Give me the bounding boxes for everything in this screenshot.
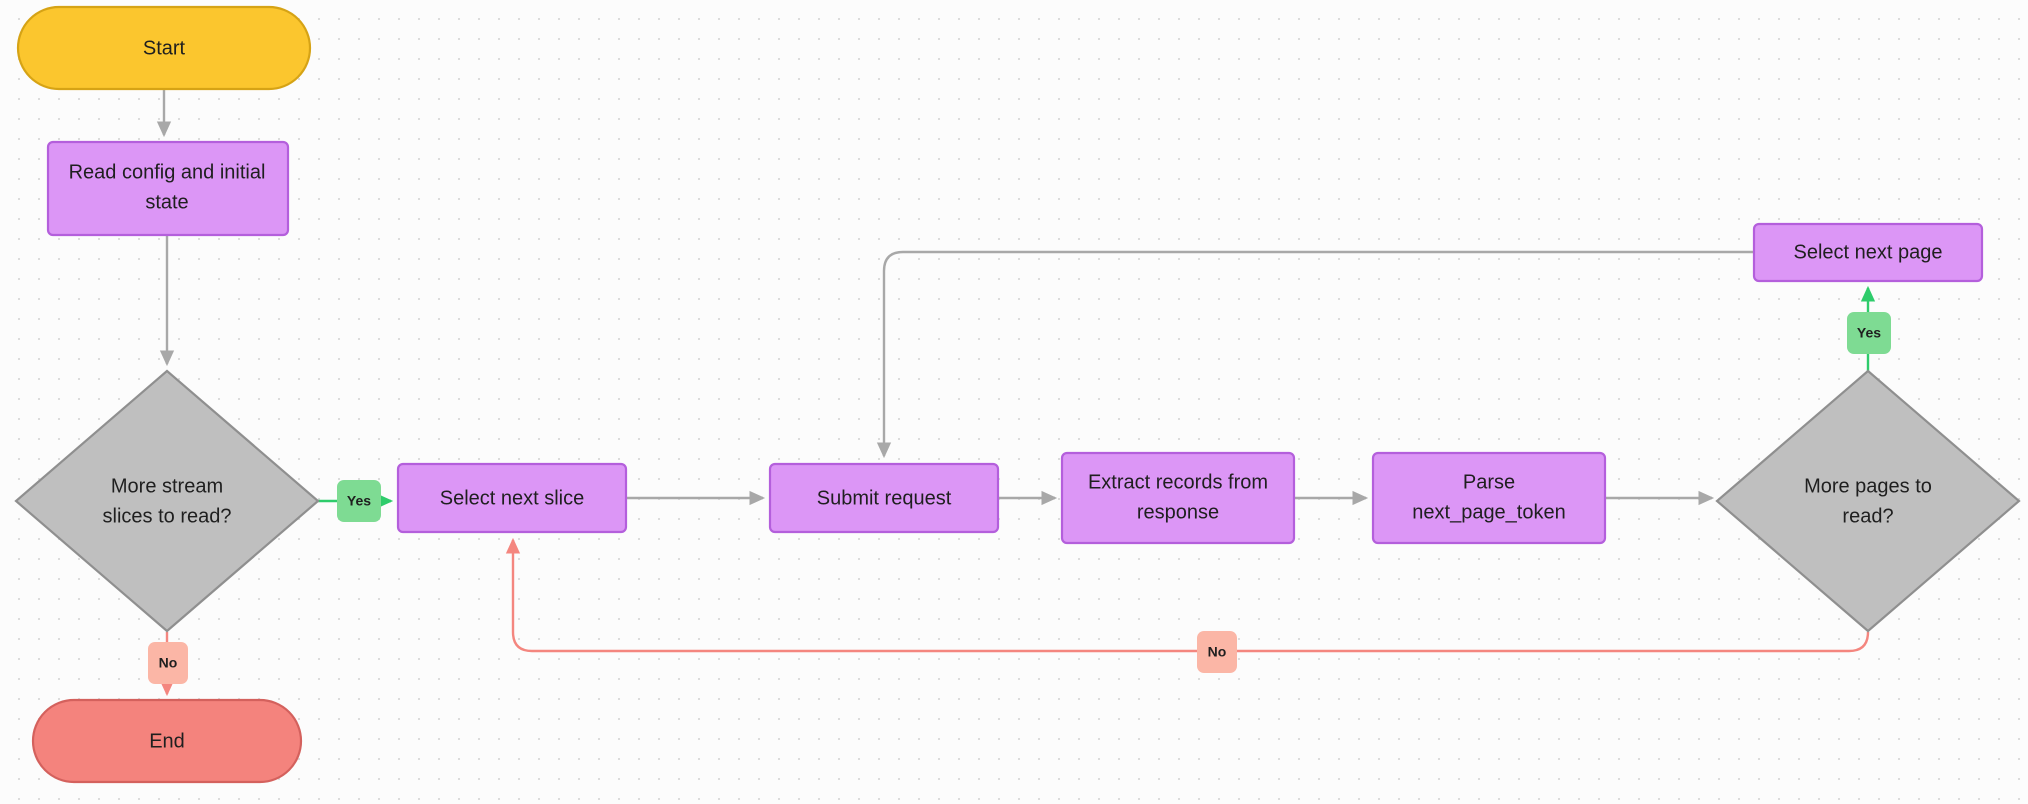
read-config-shape[interactable] (46, 140, 290, 237)
edge-label-yes-slices[interactable]: Yes (337, 480, 381, 522)
edge-more-pages-no-to-next-slice[interactable] (505, 537, 1870, 653)
submit-request-shape[interactable] (768, 462, 1000, 534)
yes-pages-badge[interactable] (1847, 312, 1891, 354)
node-layer: Start Read config and initial state More… (14, 5, 2021, 784)
end-shape[interactable] (31, 698, 303, 784)
edge-label-no-slices[interactable]: No (148, 642, 188, 684)
start-shape[interactable] (16, 5, 312, 91)
node-parse-next-page-token[interactable]: Parse next_page_token (1371, 451, 1607, 545)
node-more-pages[interactable]: More pages to read? (1715, 369, 2021, 633)
node-read-config[interactable]: Read config and initial state (46, 140, 290, 237)
edge-label-no-pages[interactable]: No (1197, 631, 1237, 673)
select-next-page-shape[interactable] (1752, 222, 1984, 283)
yes-slices-badge[interactable] (337, 480, 381, 522)
select-next-slice-shape[interactable] (396, 462, 628, 534)
node-submit-request[interactable]: Submit request (768, 462, 1000, 534)
no-slices-badge[interactable] (148, 642, 188, 684)
node-more-stream-slices[interactable]: More stream slices to read? (14, 369, 320, 633)
more-pages-shape[interactable] (1715, 369, 2021, 633)
edge-next-page-to-submit[interactable] (876, 250, 1754, 459)
no-pages-badge[interactable] (1197, 631, 1237, 673)
node-select-next-slice[interactable]: Select next slice (396, 462, 628, 534)
edge-layer (156, 89, 1876, 697)
node-end[interactable]: End (31, 698, 303, 784)
node-select-next-page[interactable]: Select next page (1752, 222, 1984, 283)
edge-label-yes-pages[interactable]: Yes (1847, 312, 1891, 354)
node-start[interactable]: Start (16, 5, 312, 91)
more-stream-slices-shape[interactable] (14, 369, 320, 633)
node-extract-records[interactable]: Extract records from response (1060, 451, 1296, 545)
parse-next-page-token-shape[interactable] (1371, 451, 1607, 545)
extract-records-shape[interactable] (1060, 451, 1296, 545)
